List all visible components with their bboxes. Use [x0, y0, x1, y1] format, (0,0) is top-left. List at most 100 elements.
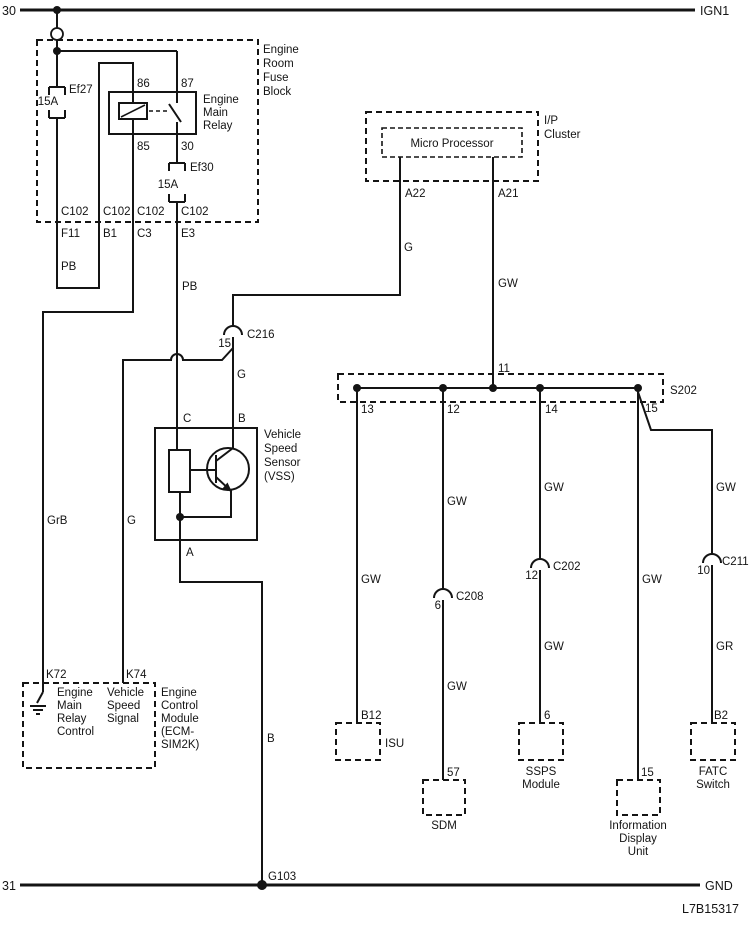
- transistor-emitter-lead: [180, 476, 232, 518]
- splice-pin: 12: [447, 404, 460, 416]
- wire-g-ecm-run: [122, 347, 234, 683]
- engine-control-module: K72 K74 Engine Main Relay Control Vehicl…: [22, 669, 200, 769]
- wire-color-label: GW: [716, 482, 736, 494]
- ecm-title-line: SIM2K): [161, 739, 200, 751]
- ip-cluster-title-line: Cluster: [544, 129, 581, 141]
- wire-color-label: GW: [544, 641, 564, 653]
- wire-color-label: GW: [544, 482, 564, 494]
- connector-name: C102: [181, 206, 209, 218]
- ecm-title-line: (ECM-: [161, 726, 194, 738]
- relay-title-line: Engine: [203, 94, 239, 106]
- module-pin: 15: [641, 767, 654, 779]
- left-wire-runs: PB GrB PB: [42, 134, 198, 683]
- rail-ign1-label: IGN1: [700, 4, 729, 18]
- module-pin: B2: [714, 710, 728, 722]
- wire-segment: [637, 391, 713, 554]
- fuse-block-title-line: Block: [263, 86, 291, 98]
- top-power-rail: 30 IGN1: [2, 4, 729, 51]
- wire-color-label: GR: [716, 641, 733, 653]
- junction-dot: [257, 880, 267, 890]
- connector-c211-symbol: [702, 553, 722, 564]
- relay-pin-86: 86: [137, 78, 150, 90]
- micro-processor-label: Micro Processor: [410, 138, 493, 150]
- wire-color-label: PB: [61, 261, 77, 273]
- connector-c208-symbol: [433, 588, 453, 599]
- wire-g-cluster-run: [232, 157, 401, 326]
- connector-c216-symbol: [223, 325, 243, 336]
- ecm-pin-k74: K74: [126, 669, 147, 681]
- connector-name: C102: [103, 206, 131, 218]
- ecm-title-line: Engine: [161, 687, 197, 699]
- module-name-line: Module: [522, 779, 560, 791]
- wire-b-ground-run: [179, 540, 263, 885]
- wire-color-label: G: [127, 515, 136, 527]
- column-sdm: GW 6 C208 GW 57 SDM: [422, 388, 484, 832]
- engine-room-fuse-block: Engine Room Fuse Block Ef27 15A 86 87 85…: [36, 39, 299, 289]
- cluster-pin-a22: A22: [405, 188, 425, 200]
- bottom-ground-rail: 31 GND G103: [2, 871, 733, 893]
- module-name: ISU: [385, 738, 404, 750]
- sdm-outline: [422, 779, 466, 816]
- ecm-k74-function-line: Vehicle: [107, 687, 144, 699]
- inline-connector-circle: [50, 27, 64, 41]
- relay-pin-87: 87: [181, 78, 194, 90]
- splice-name: S202: [670, 385, 697, 397]
- vss-pin-c: C: [183, 413, 191, 425]
- wire-color-label: G: [404, 242, 413, 254]
- fuse-ef27: Ef27 15A: [38, 84, 93, 119]
- fuse-block-outline: [36, 39, 259, 223]
- module-pin: B12: [361, 710, 381, 722]
- ip-cluster: Micro Processor I/P Cluster A22 A21: [365, 111, 581, 200]
- ip-cluster-outline: [365, 111, 539, 182]
- ecm-switch-blade: [36, 691, 44, 704]
- s202-outline: [337, 373, 664, 403]
- fuse-rating: 15A: [38, 96, 59, 108]
- module-pin: 6: [544, 710, 550, 722]
- relay-outline: [108, 91, 197, 135]
- wire-color-label: G: [237, 369, 246, 381]
- column-fatc: GW 10 C211 GR B2 FATC Switch: [637, 391, 749, 791]
- drawing-code: L7B15317: [682, 902, 739, 916]
- ecm-outline: [22, 682, 156, 769]
- ecm-k72-function-line: Engine: [57, 687, 93, 699]
- rail-31-label: 31: [2, 879, 16, 893]
- ssps-outline: [518, 722, 564, 761]
- junction-dot: [489, 384, 497, 392]
- connector-name: C202: [553, 561, 581, 573]
- relay-pin-85: 85: [137, 141, 150, 153]
- splice-pin: 15: [645, 403, 658, 415]
- vss-outline: [154, 427, 258, 541]
- module-name-line: Unit: [628, 846, 649, 858]
- connector-name: C208: [456, 591, 484, 603]
- connector-name: C102: [137, 206, 165, 218]
- wire-color-label: GrB: [47, 515, 68, 527]
- vss-title-line: (VSS): [264, 471, 295, 483]
- connector-pin: 10: [697, 565, 710, 577]
- fuse-block-title-line: Fuse: [263, 72, 289, 84]
- vss-pin-a: A: [186, 547, 194, 559]
- relay-coil-diagonal: [120, 104, 146, 118]
- idu-outline: [616, 779, 661, 816]
- connector-name: C216: [247, 329, 275, 341]
- vss-pin-b: B: [238, 413, 246, 425]
- ecm-k74-function-line: Signal: [107, 713, 139, 725]
- transistor-emitter-arrow: [222, 482, 232, 492]
- ecm-pin-k72: K72: [46, 669, 66, 681]
- column-ssps: GW 12 C202 GW 6 SSPS Module: [518, 388, 581, 791]
- connector-pin: 6: [435, 600, 441, 612]
- ecm-k72-function-line: Relay: [57, 713, 87, 725]
- fuse-block-title-line: Engine: [263, 44, 299, 56]
- connector-pin: 15: [218, 338, 231, 350]
- relay-title-line: Main: [203, 107, 228, 119]
- ip-cluster-title-line: I/P: [544, 115, 558, 127]
- rail-30-label: 30: [2, 4, 16, 18]
- wire-color-label: B: [267, 733, 275, 745]
- module-name-line: Information: [609, 820, 667, 832]
- splice-pin-in: 11: [498, 363, 510, 375]
- relay-title-line: Relay: [203, 120, 233, 132]
- fuse-name: Ef30: [190, 162, 214, 174]
- ecm-k72-function-line: Control: [57, 726, 94, 738]
- connector-pin: B1: [103, 228, 117, 240]
